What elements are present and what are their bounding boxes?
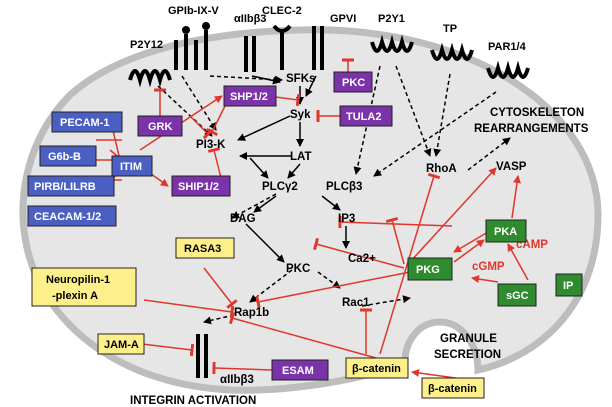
tula2-box: TULA2 — [346, 111, 381, 123]
gpib-receptor: GPIb-IX-V — [168, 5, 219, 70]
gpvi-receptor: GPVI — [312, 13, 356, 70]
pirb-box: PIRB/LILRB — [34, 181, 96, 193]
bcatenin-inner-box: β-catenin — [352, 363, 401, 375]
plcg2-node: PLCγ2 — [262, 181, 298, 193]
p2y1-receptor: P2Y1 — [370, 13, 414, 53]
neuropilin-box-line2: -plexin A — [52, 290, 98, 302]
jama-box: JAM-A — [104, 339, 139, 351]
sfks-node: SFKs — [286, 73, 315, 85]
indirect-arrows — [157, 65, 511, 325]
ip-box: IP — [563, 280, 573, 292]
pkg-box: PKG — [416, 264, 440, 276]
granule-label-1: GRANULE — [440, 333, 497, 345]
pi3k-node: PI3-K — [196, 139, 226, 151]
pka-box: PKA — [494, 226, 517, 238]
rasa3-box: RASA3 — [184, 243, 221, 255]
green-boxes: PKA PKG sGC IP — [407, 219, 583, 307]
gpib-label: GPIb-IX-V — [168, 5, 219, 17]
pkc-node: PKC — [286, 263, 310, 275]
p2y12-label: P2Y12 — [130, 39, 163, 51]
purple-boxes: GRK SHP1/2 SHIP1/2 PKC TULA2 ESAM — [137, 71, 393, 381]
tp-label: TP — [443, 23, 457, 35]
ship12-top-box: SHP1/2 — [230, 91, 268, 103]
par-label: PAR1/4 — [488, 41, 527, 53]
grk-box: GRK — [148, 121, 173, 133]
neuropilin-box-line1: Neuropilin-1 — [46, 274, 110, 286]
lat-node: LAT — [290, 151, 312, 163]
section-labels: CYTOSKELETON REARRANGEMENTS GRANULE SECR… — [130, 107, 589, 407]
pecam1-box: PECAM-1 — [60, 117, 110, 129]
ca-node: Ca2+ — [348, 253, 376, 265]
bcatenin-outer-box: β-catenin — [428, 383, 477, 395]
integrin-bottom — [196, 334, 208, 378]
pkc-purple-box: PKC — [342, 77, 365, 89]
p2y12-receptor: P2Y12 — [128, 39, 172, 88]
par-receptor: PAR1/4 — [486, 41, 530, 79]
p2y1-label: P2Y1 — [378, 13, 405, 25]
cytoskeleton-label-1: CYTOSKELETON — [490, 107, 584, 119]
tp-receptor: TP — [430, 23, 474, 61]
aiib-top-receptor: αIIbβ3 — [234, 13, 266, 72]
g6bb-box: G6b-B — [48, 151, 81, 163]
plcb3-node: PLCβ3 — [326, 181, 362, 193]
integrin-activation-label: INTEGRIN ACTIVATION — [130, 395, 256, 407]
itim-box: ITIM — [120, 161, 142, 173]
granule-label-2: SECRETION — [434, 349, 501, 361]
rac1-node: Rac1 — [342, 297, 370, 309]
sgc-box: sGC — [506, 290, 529, 302]
ship12-mid-box: SHIP1/2 — [178, 181, 219, 193]
aiib-top-label: αIIbβ3 — [234, 13, 266, 25]
aiib-bottom-node: αIIbβ3 — [220, 374, 254, 386]
rap1b-node: Rap1b — [234, 307, 269, 319]
yellow-boxes: RASA3 Neuropilin-1 -plexin A JAM-A β-cat… — [31, 237, 485, 399]
dag-node: DAG — [230, 213, 256, 225]
esam-box: ESAM — [282, 365, 314, 377]
clec2-label: CLEC-2 — [262, 5, 302, 17]
cgmp-node: cGMP — [472, 261, 505, 273]
gpvi-label: GPVI — [330, 13, 356, 25]
clec2-receptor: CLEC-2 — [262, 5, 302, 70]
syk-node: Syk — [290, 109, 311, 121]
blue-boxes: PECAM-1 G6b-B PIRB/LILRB CEACAM-1/2 ITIM — [27, 111, 153, 227]
cytoskeleton-label-2: REARRANGEMENTS — [474, 123, 589, 135]
vasp-node: VASP — [496, 161, 527, 173]
rhoa-node: RhoA — [426, 163, 457, 175]
ceacam-box: CEACAM-1/2 — [34, 211, 101, 223]
ip3-node: IP3 — [338, 213, 355, 225]
